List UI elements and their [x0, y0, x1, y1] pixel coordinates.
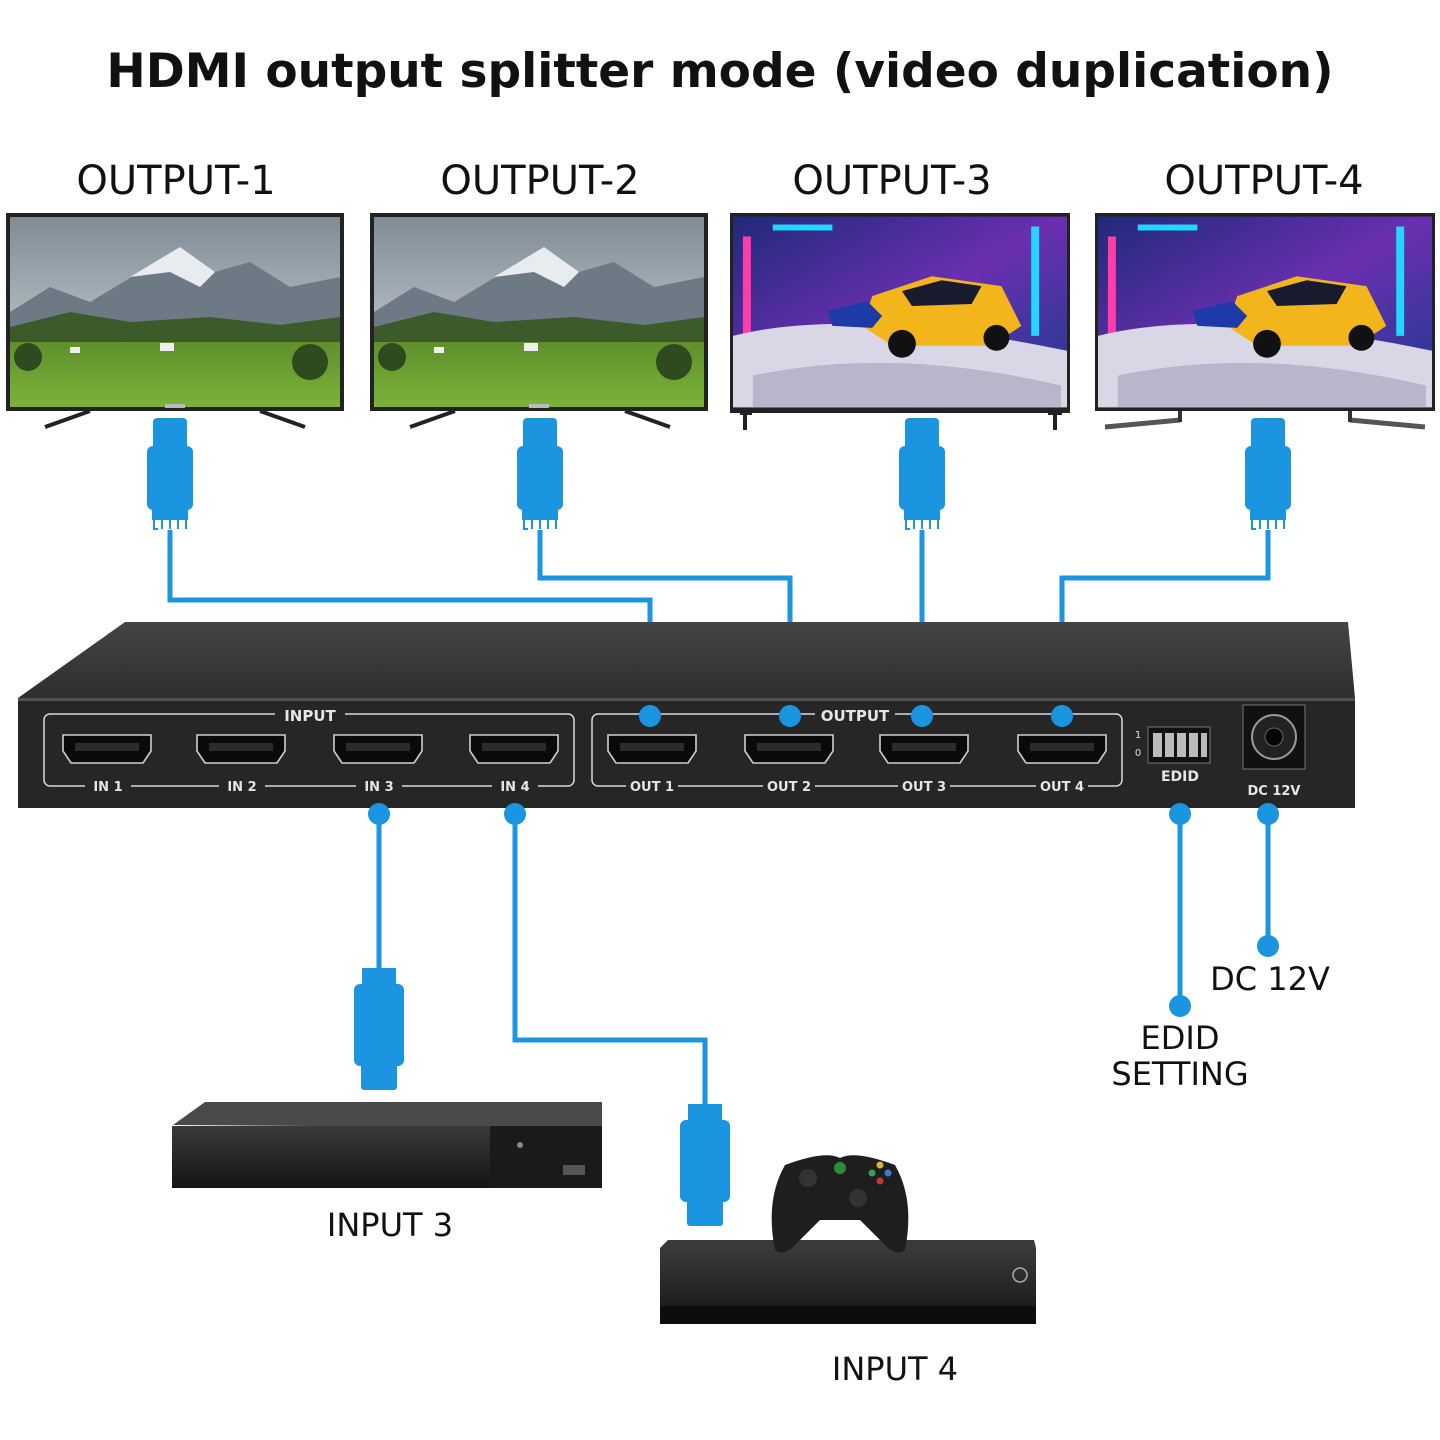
- hdmi-plug-input-3: [354, 968, 404, 1090]
- hdmi-port-in-2: [196, 734, 286, 764]
- dip-mark-1: 1: [1135, 730, 1141, 741]
- splitter-device: INPUT OUTPUT IN 1 IN 2 IN 3 IN 4 OUT 1: [18, 622, 1355, 808]
- edid-callout-line-1: EDID: [1140, 1019, 1220, 1057]
- hdmi-plug-input-4: [680, 1104, 730, 1226]
- tv-output-1: [6, 213, 344, 429]
- port-label-out-3: OUT 3: [902, 780, 946, 795]
- hdmi-port-in-1: [62, 734, 152, 764]
- landscape-scene-1: [10, 217, 340, 407]
- port-label-in-2: IN 2: [227, 780, 256, 795]
- port-label-out-1: OUT 1: [630, 780, 674, 795]
- dc-device-label: DC 12V: [1247, 784, 1300, 799]
- diagram-title: HDMI output splitter mode (video duplica…: [106, 44, 1334, 99]
- hdmi-plug-output-2: [516, 417, 564, 530]
- input-cables: [376, 814, 1271, 1110]
- dc-12v-callout: DC 12V: [1210, 960, 1330, 998]
- port-label-out-2: OUT 2: [767, 780, 811, 795]
- port-label-in-1: IN 1: [93, 780, 122, 795]
- port-label-in-3: IN 3: [364, 780, 393, 795]
- hdmi-port-out-1: [607, 734, 697, 764]
- hdmi-port-out-4: [1017, 734, 1107, 764]
- edid-device-label: EDID: [1161, 769, 1199, 785]
- hdmi-plug-output-4: [1244, 417, 1292, 530]
- output-3-label: OUTPUT-3: [792, 158, 992, 204]
- hdmi-port-in-3: [333, 734, 423, 764]
- hdmi-plug-output-1: [146, 417, 194, 530]
- input-3-label: INPUT 3: [326, 1206, 454, 1244]
- output-2-label: OUTPUT-2: [440, 158, 640, 204]
- tv-output-4: [1095, 213, 1435, 430]
- racecar-scene-4: [1098, 216, 1432, 408]
- output-1-label: OUTPUT-1: [76, 158, 276, 204]
- tv-output-3: [730, 213, 1070, 430]
- port-label-out-4: OUT 4: [1040, 780, 1084, 795]
- dip-mark-0: 0: [1135, 748, 1141, 759]
- hdmi-plug-output-3: [898, 417, 946, 530]
- landscape-scene-2: [374, 217, 704, 407]
- input-4-label: INPUT 4: [831, 1350, 959, 1388]
- edid-callout-line-2: SETTING: [1111, 1055, 1249, 1093]
- output-group-label: OUTPUT: [821, 707, 890, 725]
- bluray-player: [172, 1102, 602, 1188]
- edid-dip-switch: 1 0: [1135, 726, 1211, 764]
- hdmi-port-out-2: [744, 734, 834, 764]
- game-console: [660, 1240, 1036, 1324]
- tv-output-2: [370, 213, 708, 429]
- dc-jack: [1242, 704, 1306, 770]
- hdmi-port-out-3: [879, 734, 969, 764]
- input-group-label: INPUT: [284, 707, 336, 725]
- output-4-label: OUTPUT-4: [1164, 158, 1364, 204]
- hdmi-port-in-4: [469, 734, 559, 764]
- port-label-in-4: IN 4: [500, 780, 529, 795]
- edid-setting-callout: EDID SETTING: [1100, 1020, 1260, 1092]
- racecar-scene-3: [733, 216, 1067, 408]
- game-controller: [771, 1155, 909, 1253]
